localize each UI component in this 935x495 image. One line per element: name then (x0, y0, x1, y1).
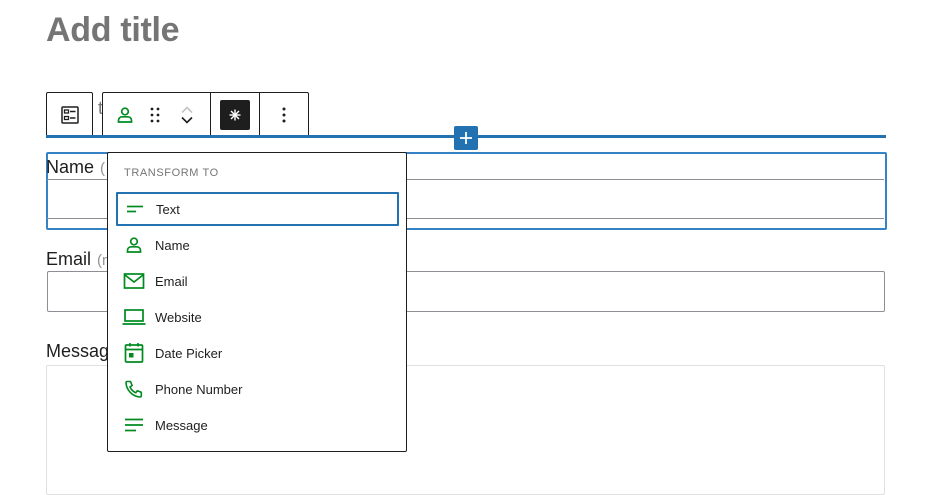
email-label-text: Email (46, 249, 92, 269)
name-input[interactable] (47, 179, 884, 219)
parent-form-block-button[interactable] (46, 92, 93, 138)
block-style-button[interactable] (220, 100, 250, 130)
transform-option-label: Message (155, 417, 208, 433)
vertical-ellipsis-icon (282, 107, 286, 123)
paragraph-lines-icon (122, 413, 146, 437)
move-up-button[interactable] (180, 105, 194, 114)
name-field-label[interactable]: Name ( (46, 156, 105, 180)
chevron-down-icon (181, 116, 193, 124)
post-title-placeholder[interactable]: Add title (46, 11, 180, 49)
chevron-up-icon (181, 106, 193, 114)
transform-options: Text Name Email Website Date Picker (115, 191, 400, 443)
transform-block-button[interactable] (115, 105, 135, 125)
insert-block-button[interactable] (454, 126, 478, 150)
transform-option-label: Date Picker (155, 345, 223, 361)
drag-dots-icon (150, 107, 160, 123)
block-switcher-group (103, 93, 211, 137)
laptop-icon (122, 305, 146, 329)
form-block-icon (60, 106, 79, 124)
transform-option-text[interactable]: Text (115, 191, 400, 227)
transform-heading: TRANSFORM TO (124, 167, 219, 179)
asterisk-icon (229, 109, 241, 121)
move-down-button[interactable] (180, 116, 194, 125)
transform-option-phone-number[interactable]: Phone Number (115, 371, 400, 407)
transform-option-website[interactable]: Website (115, 299, 400, 335)
email-field-label[interactable]: Email (r (46, 248, 107, 272)
name-label-text: Name (46, 157, 95, 177)
block-movers (175, 105, 199, 125)
email-required-text: (r (97, 252, 108, 269)
transform-option-label: Name (155, 237, 190, 253)
message-field-label[interactable]: Messag (46, 341, 110, 361)
name-field-block[interactable] (46, 152, 887, 230)
envelope-icon (122, 269, 146, 293)
text-lines-icon (123, 197, 147, 221)
hidden-text-fragment: t (98, 98, 104, 118)
drag-handle[interactable] (149, 106, 161, 124)
transform-option-label: Text (156, 201, 180, 217)
transform-option-date-picker[interactable]: Date Picker (115, 335, 400, 371)
person-icon (122, 233, 146, 257)
transform-option-message[interactable]: Message (115, 407, 400, 443)
transform-dropdown: TRANSFORM TO Text Name Email Website (107, 152, 407, 452)
block-style-group (211, 93, 260, 137)
transform-option-name[interactable]: Name (115, 227, 400, 263)
calendar-icon (122, 341, 146, 365)
person-icon (117, 107, 133, 123)
name-required-text: ( (100, 160, 106, 177)
transform-option-email[interactable]: Email (115, 263, 400, 299)
block-toolbar (102, 92, 309, 138)
plus-icon (460, 132, 472, 144)
more-options-group (260, 93, 308, 137)
email-input[interactable] (47, 271, 885, 312)
more-options-button[interactable] (281, 106, 287, 124)
transform-option-label: Website (155, 309, 202, 325)
phone-icon (122, 377, 146, 401)
transform-option-label: Phone Number (155, 381, 243, 397)
transform-option-label: Email (155, 273, 188, 289)
